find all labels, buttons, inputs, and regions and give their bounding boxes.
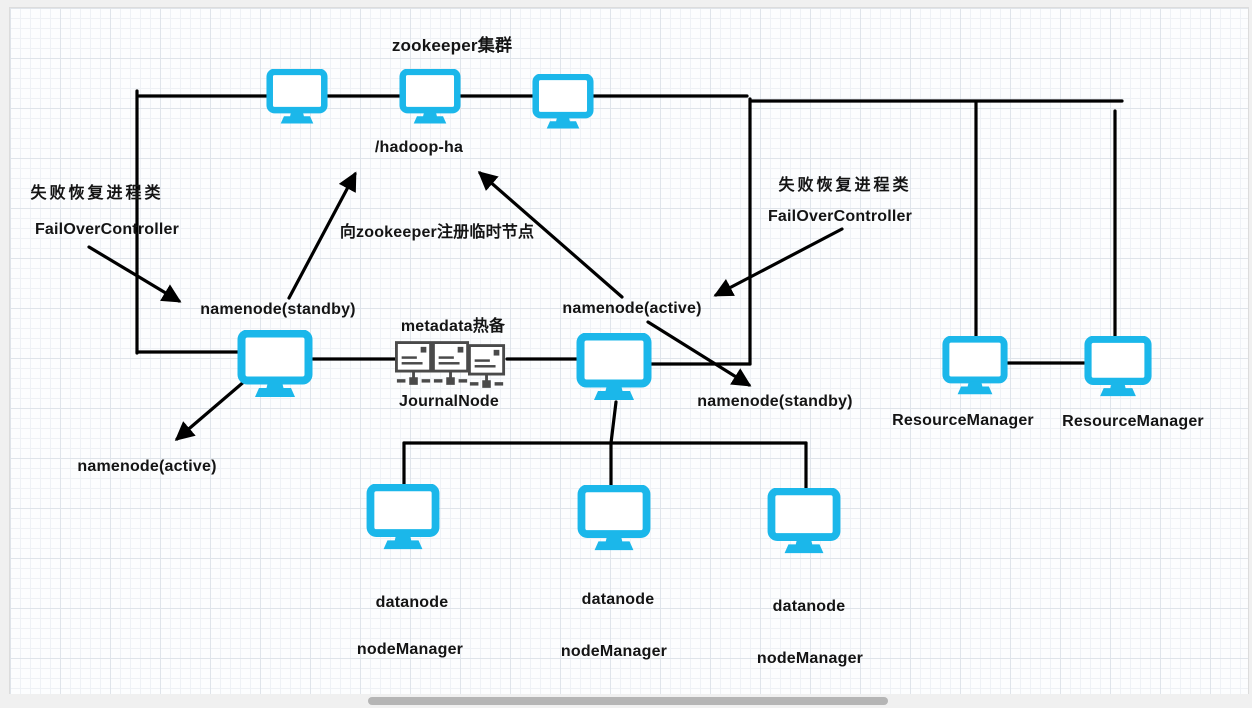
label-namenode-active-top: namenode(active) [562, 300, 702, 317]
label-resourcemanager-1: ResourceManager [892, 412, 1034, 429]
label-namenode-standby-top: namenode(standby) [200, 301, 356, 318]
label-namenode-standby-right: namenode(standby) [697, 393, 853, 410]
label-nodemanager-3: nodeManager [756, 650, 864, 667]
label-nodemanager-1: nodeManager [356, 641, 464, 658]
label-register-ephemeral-node: 向zookeeper注册临时节点 [339, 224, 535, 241]
horizontal-scrollbar[interactable] [0, 694, 1252, 708]
scrollbar-thumb[interactable] [368, 697, 888, 705]
label-journalnode: JournalNode [399, 393, 499, 410]
label-resourcemanager-2: ResourceManager [1062, 413, 1204, 430]
label-zookeeper-cluster: zookeeper集群 [391, 36, 513, 55]
label-failover-controller-right: FailOverController [767, 208, 913, 225]
label-failover-process-class-left: 失败恢复进程类 [30, 183, 164, 202]
label-metadata-hot-backup: metadata热备 [400, 318, 506, 335]
label-datanode-1: datanode [375, 594, 449, 611]
label-namenode-active-bottom: namenode(active) [77, 458, 217, 475]
label-datanode-2: datanode [581, 591, 655, 608]
label-datanode-3: datanode [772, 598, 846, 615]
label-nodemanager-2: nodeManager [560, 643, 668, 660]
label-failover-process-class-right: 失败恢复进程类 [778, 175, 912, 194]
label-failover-controller-left: FailOverController [34, 221, 180, 238]
label-hadoop-ha: /hadoop-ha [374, 139, 464, 156]
